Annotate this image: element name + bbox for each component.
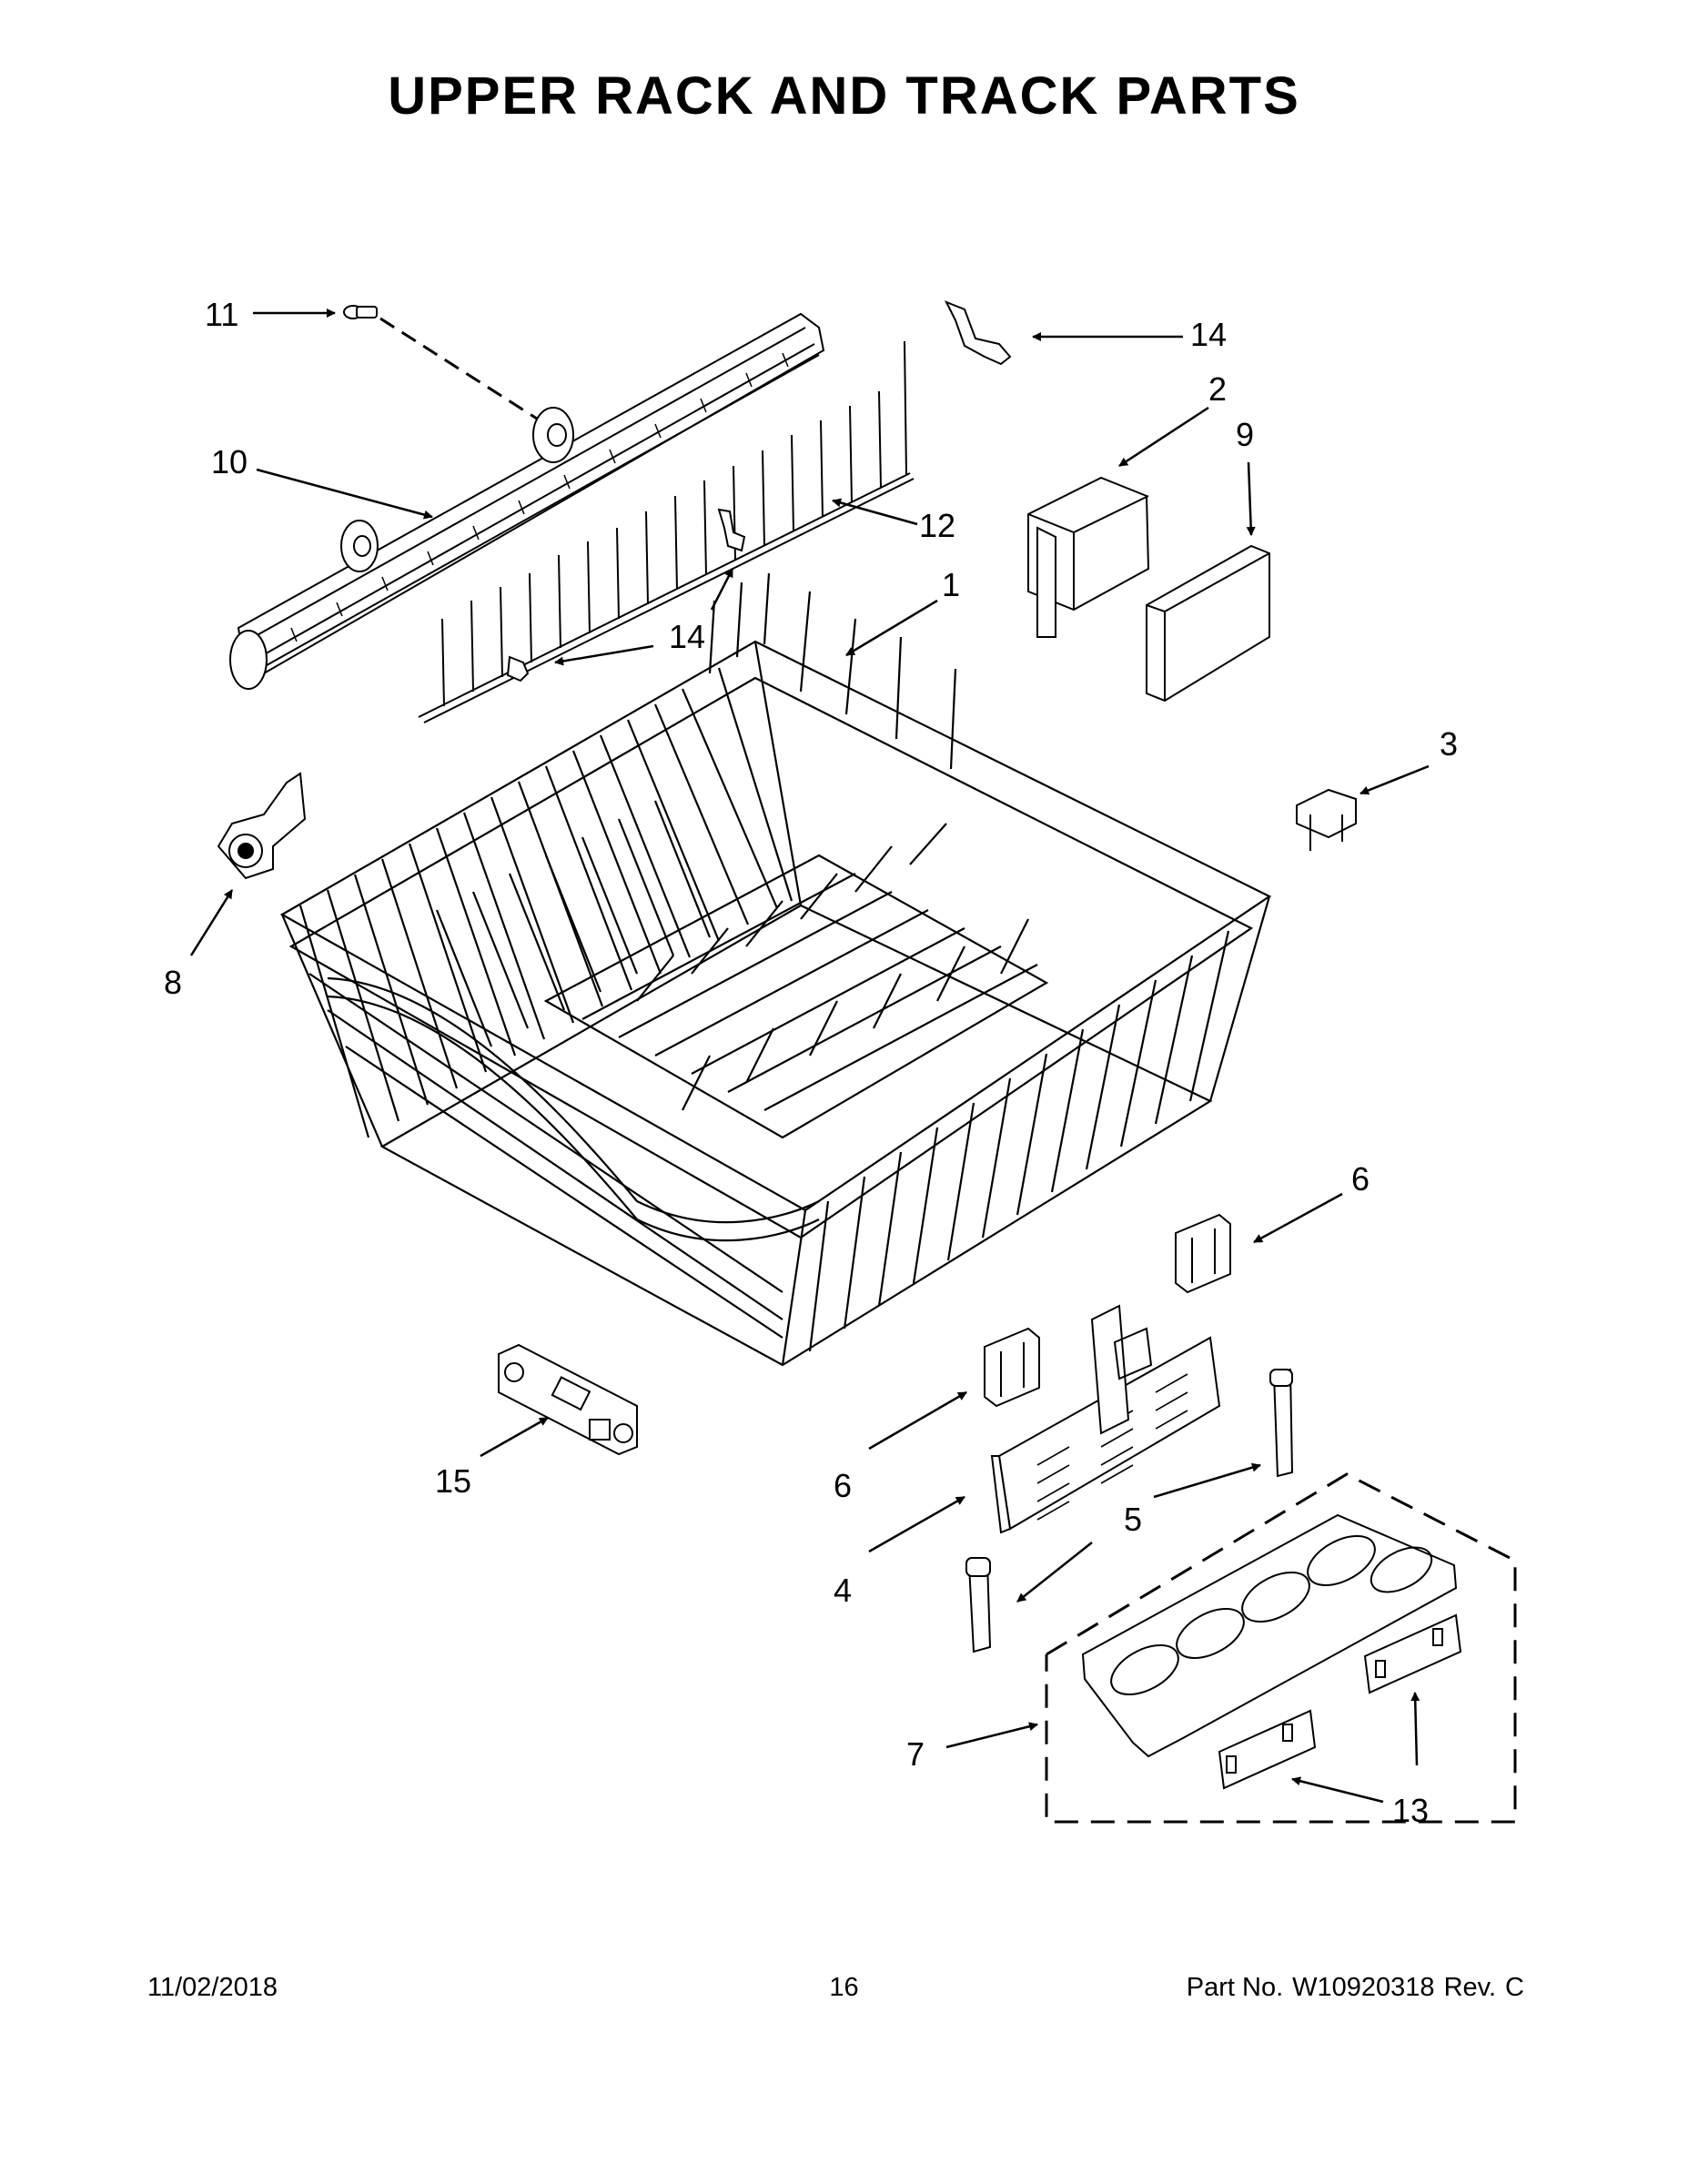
callout-6a: 6 <box>1351 1160 1370 1198</box>
tine-row-part-12 <box>418 340 915 723</box>
post-part-5-left <box>965 1557 992 1653</box>
leader-lines <box>189 308 1430 1804</box>
part-number: W10920318 <box>1292 1973 1435 2002</box>
callout-9: 9 <box>1236 416 1254 453</box>
clip-part-13-right <box>1363 1613 1462 1694</box>
track-rail-part-10 <box>229 312 825 690</box>
rev-label: Rev. <box>1443 1973 1497 2002</box>
callout-2: 2 <box>1208 370 1227 408</box>
page-title: UPPER RACK AND TRACK PARTS <box>388 66 1300 126</box>
callout-12: 12 <box>919 507 955 544</box>
cup-rack-part-7 <box>1081 1513 1458 1758</box>
bracket-part-2 <box>1027 476 1150 638</box>
clip-part-6-lower <box>984 1327 1040 1408</box>
callout-5: 5 <box>1124 1501 1142 1538</box>
footer-part-info: Part No. W10920318 Rev. C <box>1178 1973 1524 2003</box>
callout-6b: 6 <box>834 1467 852 1504</box>
callout-4: 4 <box>834 1572 852 1609</box>
callout-14b: 14 <box>669 618 705 655</box>
callout-1: 1 <box>942 566 960 603</box>
callout-10: 10 <box>211 443 248 480</box>
callout-3: 3 <box>1440 725 1458 763</box>
upper-rack-part-1 <box>279 572 1272 1367</box>
part-label: Part No. <box>1186 1973 1284 2002</box>
clip-part-14-top <box>944 300 1012 366</box>
clip-part-6-upper <box>1175 1213 1231 1294</box>
latch-part-8 <box>217 772 307 880</box>
rev-value: C <box>1505 1973 1524 2002</box>
kit-part-7-box <box>1045 1472 1517 1824</box>
post-part-5-right <box>1269 1368 1294 1478</box>
callout-14a: 14 <box>1190 316 1227 353</box>
plate-part-9 <box>1146 544 1270 703</box>
callout-13: 13 <box>1392 1792 1429 1829</box>
clip-part-14-center <box>506 508 746 682</box>
cup-shelf-part-4 <box>990 1304 1221 1534</box>
footer-page-number: 16 <box>829 1973 859 2002</box>
hinge-part-15 <box>498 1343 638 1456</box>
callout-7: 7 <box>906 1735 925 1773</box>
screw-part-11 <box>343 305 538 420</box>
footer-date: 11/02/2018 <box>147 1973 278 2002</box>
clip-part-13-center <box>1218 1709 1317 1790</box>
clip-part-3 <box>1296 788 1357 851</box>
callout-8: 8 <box>164 964 182 1001</box>
callout-labels: 11 10 12 14 2 9 1 14 3 8 6 15 6 5 4 7 13 <box>164 296 1458 1829</box>
callout-11: 11 <box>205 296 238 333</box>
callout-15: 15 <box>435 1462 471 1500</box>
